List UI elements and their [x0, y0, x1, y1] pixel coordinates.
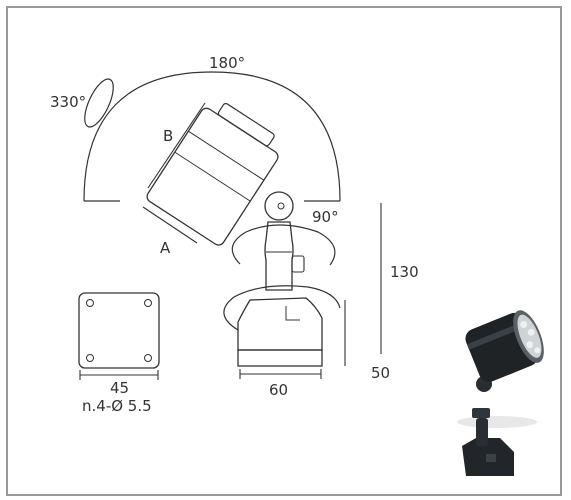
label-45: 45	[110, 379, 129, 397]
tilt-range-arc	[83, 71, 341, 202]
plate-hole-top-left	[86, 299, 94, 307]
label-330-degrees: 330°	[50, 93, 86, 111]
plate-hole-top-right	[144, 299, 152, 307]
label-60: 60	[269, 381, 288, 399]
plate-hole-bottom-left	[86, 354, 94, 362]
dimension-line-a	[142, 206, 198, 244]
neck-screw	[291, 255, 305, 273]
plate-hole-bottom-right	[144, 354, 152, 362]
neck-rotation-arc	[231, 224, 336, 266]
label-50: 50	[371, 364, 390, 382]
lamp-base-top	[237, 297, 323, 351]
label-90-degrees: 90°	[312, 208, 339, 226]
base-rotation-arc	[223, 285, 341, 331]
label-plate-holes: n.4-Ø 5.5	[82, 397, 152, 415]
lamp-head-outline	[146, 102, 279, 246]
label-180-degrees: 180°	[209, 54, 245, 72]
lamp-neck	[264, 221, 294, 291]
label-a: A	[160, 239, 171, 257]
label-130: 130	[390, 263, 419, 281]
dimension-line-b	[147, 102, 206, 189]
lamp-base-plate	[237, 349, 323, 367]
joint-knob	[264, 191, 294, 221]
label-b: B	[163, 127, 173, 145]
diagram-frame	[6, 6, 562, 496]
mounting-plate	[78, 292, 160, 369]
rotation-ellipse	[84, 78, 114, 128]
product-photo	[457, 310, 544, 476]
joint-screw	[277, 202, 285, 210]
base-detail	[285, 306, 300, 321]
